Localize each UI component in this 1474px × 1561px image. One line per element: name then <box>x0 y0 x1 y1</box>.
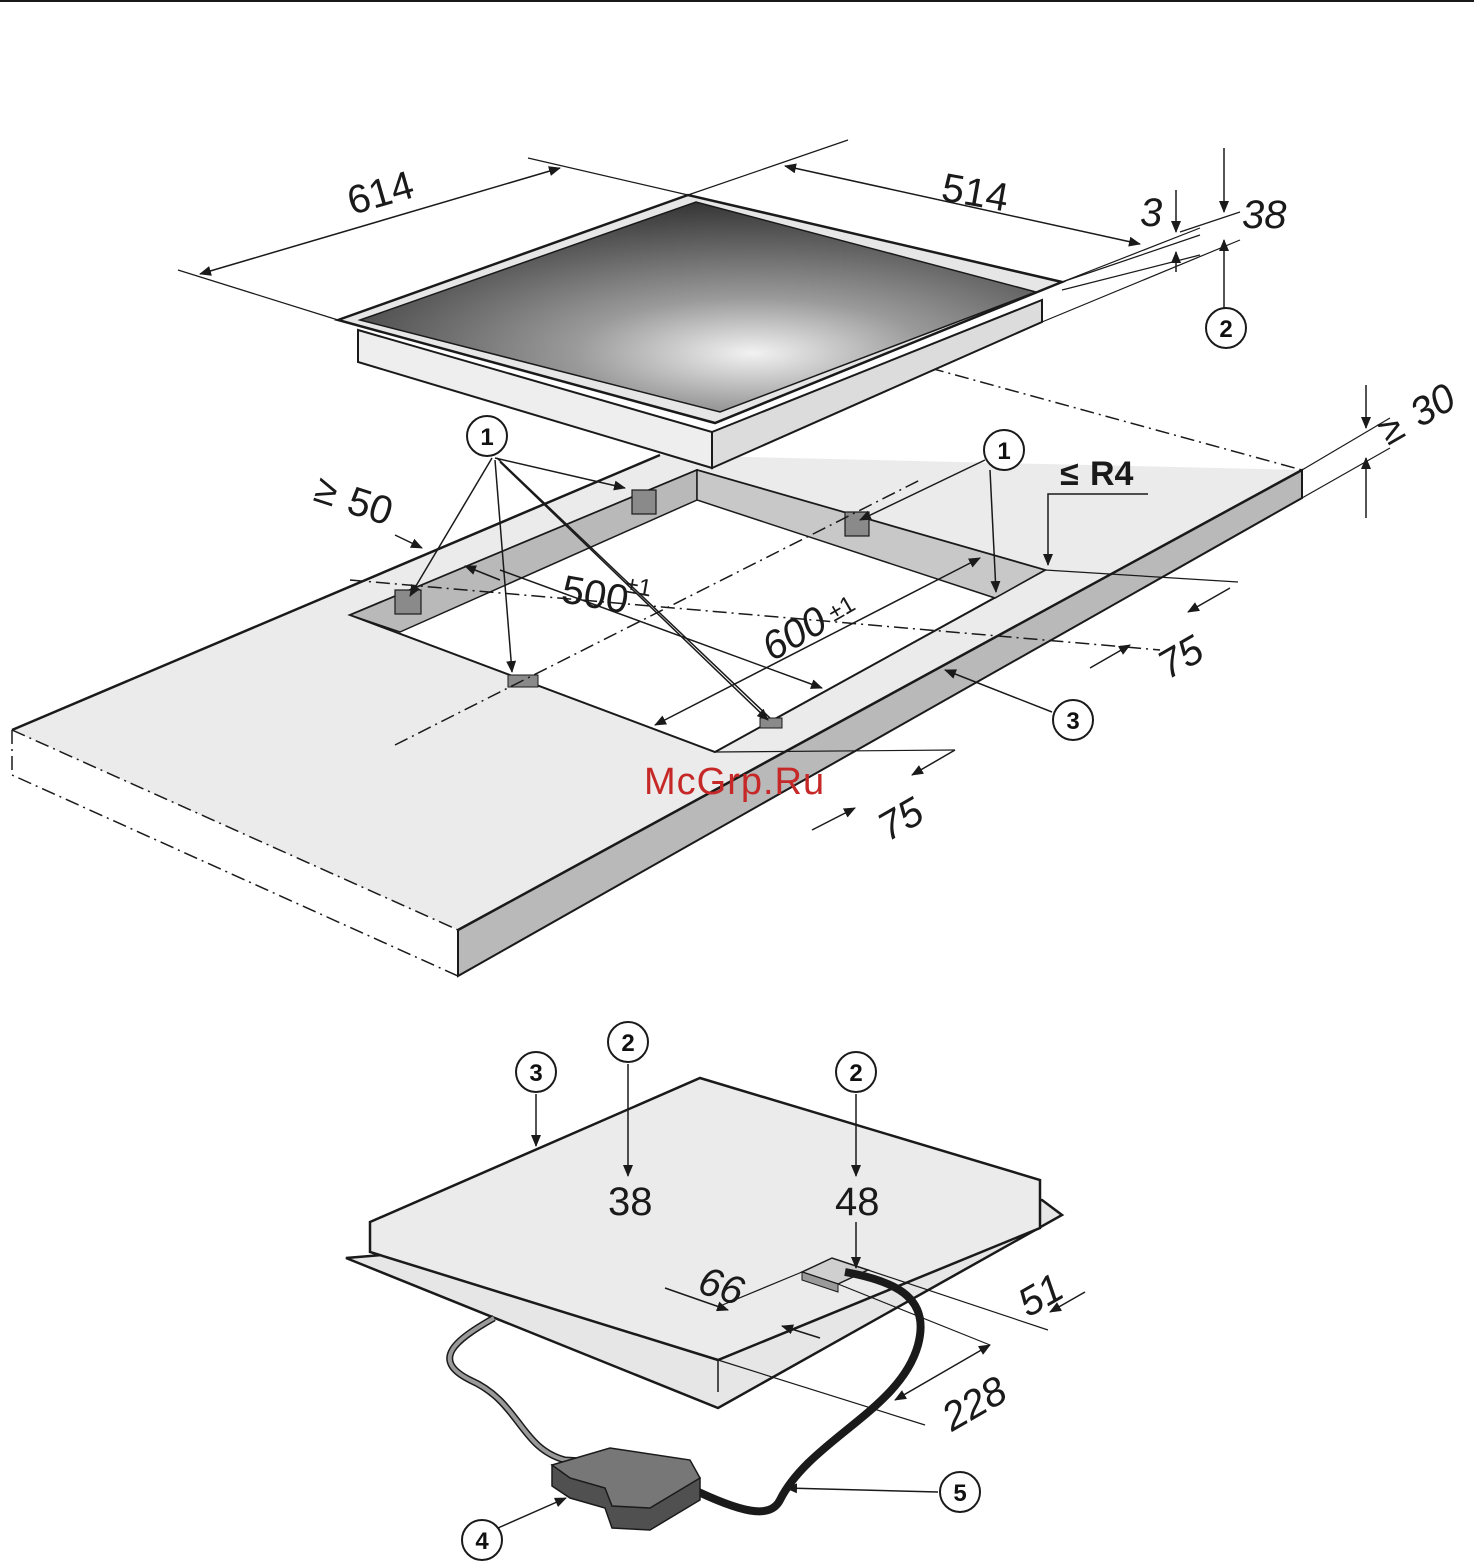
callout-4: 4 <box>462 1498 566 1560</box>
watermark: McGrp.Ru <box>644 761 825 803</box>
clamp <box>845 512 869 536</box>
hob <box>338 195 1062 468</box>
callout-3-bottom: 3 <box>516 1052 556 1146</box>
svg-text:3: 3 <box>529 1060 542 1087</box>
dim-30: ≥ 30 <box>1302 375 1463 518</box>
dim-228-label: 228 <box>934 1368 1015 1440</box>
svg-text:2: 2 <box>621 1030 634 1057</box>
svg-text:1: 1 <box>997 438 1010 465</box>
r4-label: R4 <box>1090 455 1134 493</box>
svg-text:4: 4 <box>475 1528 489 1555</box>
svg-text:3: 3 <box>1066 708 1079 735</box>
underside-body <box>370 1078 1040 1360</box>
svg-text:2: 2 <box>1219 316 1232 343</box>
callout-2-top: 2 <box>1206 308 1246 348</box>
clamp <box>632 490 656 514</box>
r4-symbol: ≤ <box>1060 455 1079 493</box>
dim-51-label: 51 <box>1011 1265 1072 1325</box>
dim-30-symbol: ≥ <box>1371 405 1412 454</box>
dim-50-symbol: ≥ <box>309 467 343 516</box>
dim-3: 3 <box>1062 190 1200 290</box>
svg-text:2: 2 <box>849 1060 862 1087</box>
dim-38-top: 38 <box>1042 148 1287 322</box>
height-38-label: 38 <box>608 1180 653 1224</box>
svg-text:5: 5 <box>953 1480 966 1507</box>
clamp <box>760 718 782 728</box>
dim-500-tol: ±1 <box>623 571 654 602</box>
dim-514-label: 514 <box>938 166 1011 221</box>
connection-box <box>552 1448 700 1530</box>
svg-text:1: 1 <box>480 424 493 451</box>
hob-underside <box>346 1078 1062 1408</box>
dim-75-right-label: 75 <box>1151 627 1212 688</box>
dim-3-label: 3 <box>1140 191 1162 235</box>
clamp <box>395 590 421 614</box>
dim-38-label: 38 <box>1242 193 1287 237</box>
dim-30-label: 30 <box>1403 375 1464 435</box>
height-48-label: 48 <box>835 1180 880 1224</box>
callout-5: 5 <box>786 1472 980 1512</box>
dim-75-front-label: 75 <box>871 789 932 850</box>
dim-614-label: 614 <box>342 163 418 224</box>
dim-50-label: 50 <box>342 479 398 535</box>
